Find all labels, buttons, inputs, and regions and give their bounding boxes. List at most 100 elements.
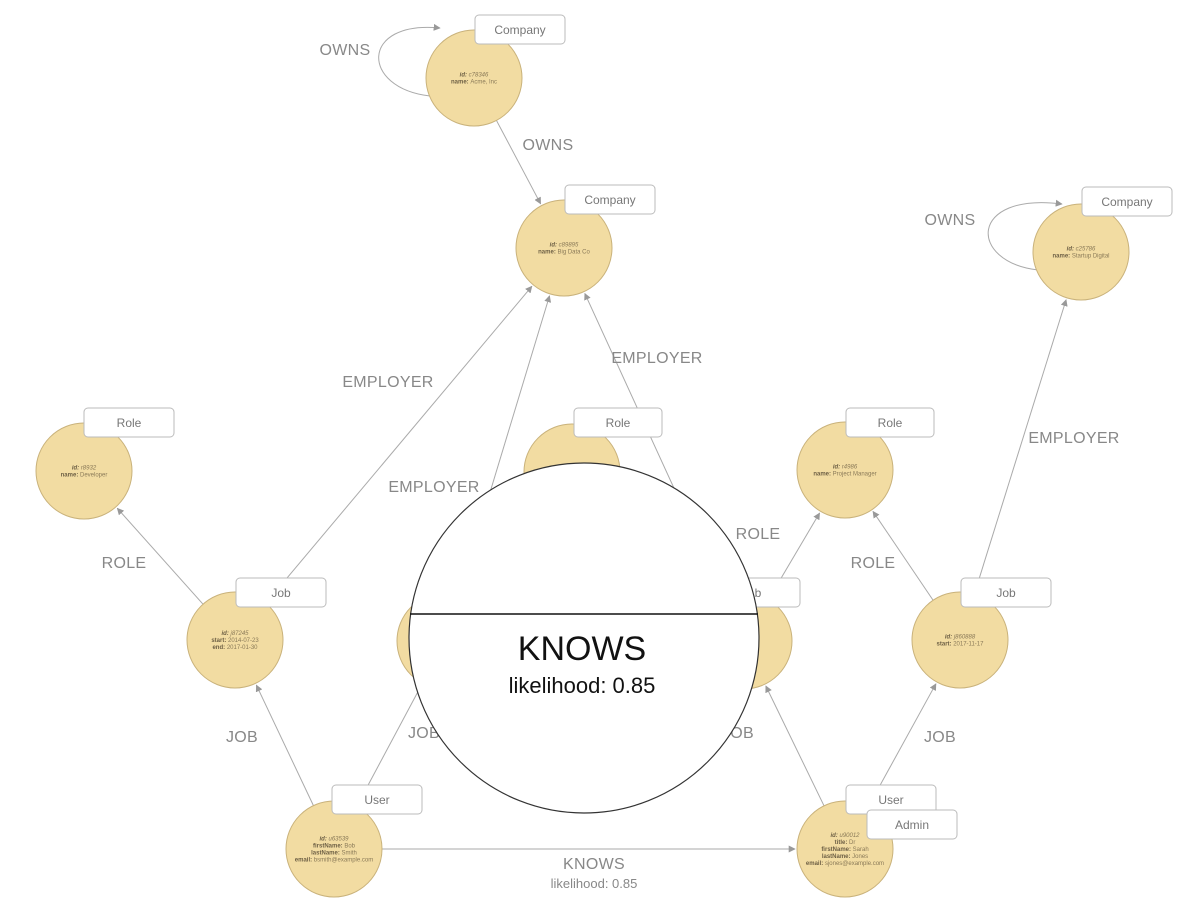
node-property-firstName: firstName: Bob — [313, 844, 356, 850]
relationship-label-acme_bigdata: OWNS — [523, 137, 574, 154]
relationship-startup_self[interactable] — [987, 199, 1063, 271]
caption-tag-label: User — [364, 793, 389, 807]
node-circle — [425, 29, 523, 127]
node-property-title: title: Dr — [835, 840, 856, 846]
caption-tag-box — [960, 577, 1052, 608]
relationship-property-bob_sarah: likelihood: 0.85 — [551, 876, 638, 891]
relationship-label-job3_rolepm: ROLE — [851, 555, 896, 572]
node-property-id: id: c25786 — [1067, 247, 1096, 253]
relationship-label-jobmid_bigdata: EMPLOYER — [388, 479, 479, 496]
inspector-title: KNOWS — [518, 630, 646, 668]
node-caption-tag-job3[interactable]: Job — [960, 577, 1052, 608]
caption-tag-box — [235, 577, 327, 608]
relationship-sarah_jobhidden[interactable] — [765, 685, 825, 807]
relationship-job3_startup[interactable] — [973, 299, 1068, 595]
node-property-id: id: r8932 — [72, 466, 97, 472]
node-property-email: email: bsmith@example.com — [295, 858, 373, 864]
node-property-email: email: sjones@example.com — [806, 861, 884, 867]
caption-tag-label: b — [755, 586, 762, 600]
caption-tag-box — [1081, 186, 1173, 217]
relationship-label-jobhidden_rolepm: ROLE — [736, 526, 781, 543]
node-property-name: name: Developer — [61, 473, 108, 479]
node-circle — [796, 421, 894, 519]
node-circle — [1032, 203, 1130, 301]
node-circle — [515, 199, 613, 297]
node-property-start: start: 2017-11-17 — [937, 642, 985, 648]
caption-tag-label: Job — [996, 586, 1016, 600]
node-property-lastName: lastName: Smith — [311, 851, 357, 857]
relationship-label-job1_roledev: ROLE — [102, 555, 147, 572]
relationship-label-acme_self: OWNS — [320, 42, 371, 59]
caption-tag-box — [474, 14, 566, 45]
node-caption-tag-role_dev[interactable]: Role — [83, 407, 175, 438]
caption-tag-label: User — [878, 793, 903, 807]
node-property-firstName: firstName: Sarah — [821, 847, 868, 853]
caption-tag-box — [83, 407, 175, 438]
caption-tag-label: Company — [494, 23, 545, 37]
relationship-label-job1_bigdata: EMPLOYER — [342, 374, 433, 391]
node-caption-tag-job1[interactable]: Job — [235, 577, 327, 608]
caption-tag-box — [331, 784, 423, 815]
node-property-id: id: c89895 — [550, 243, 579, 249]
node-property-name: name: Big Data Co — [538, 250, 590, 256]
node-property-id: id: u63539 — [319, 837, 349, 843]
relationship-label-jobhidden_bigdata: EMPLOYER — [611, 350, 702, 367]
node-caption-tag-role_mid[interactable]: Role — [573, 407, 663, 438]
caption-tag-label: Company — [584, 193, 635, 207]
caption-tag-box — [866, 809, 958, 840]
caption-tag-box — [845, 407, 935, 438]
caption-tag-label: Job — [271, 586, 291, 600]
relationship-job1_bigdata[interactable] — [265, 285, 533, 604]
relationship-acme_self[interactable] — [378, 23, 441, 97]
node-property-id: id: u90012 — [830, 833, 860, 839]
caption-tag-box — [573, 407, 663, 438]
node-caption-tag-startup[interactable]: Company — [1081, 186, 1173, 217]
node-property-end: end: 2017-01-30 — [212, 645, 258, 651]
caption-tag-label: Role — [117, 416, 142, 430]
relationship-inspector[interactable]: KNOWS likelihood: 0.85 — [408, 462, 760, 814]
node-property-id: id: j860888 — [945, 635, 976, 641]
relationship-acme_bigdata[interactable] — [496, 120, 542, 205]
caption-tag-label: Company — [1101, 195, 1152, 209]
node-caption-tag-acme[interactable]: Company — [474, 14, 566, 45]
node-property-name: name: Acme, Inc — [451, 80, 497, 86]
relationship-label-bob_sarah: KNOWS — [563, 856, 625, 873]
relationship-label-job3_startup: EMPLOYER — [1028, 430, 1119, 447]
node-caption-tag-role_pm[interactable]: Role — [845, 407, 935, 438]
node-caption-tag-bigdata[interactable]: Company — [564, 184, 656, 215]
inspector-subtitle: likelihood: 0.85 — [509, 673, 656, 698]
node-property-id: id: c78346 — [460, 73, 489, 79]
node-property-id: id: r4986 — [833, 465, 858, 471]
node-property-name: name: Project Manager — [813, 472, 876, 478]
caption-tag-label: Role — [606, 416, 631, 430]
caption-tag-label: Admin — [895, 818, 929, 832]
relationship-job1_roledev[interactable] — [116, 507, 204, 605]
node-property-name: name: Startup Digital — [1052, 254, 1109, 260]
node-circle — [911, 591, 1009, 689]
node-caption-tag-user_sarah[interactable]: User — [845, 784, 937, 815]
relationship-label-sarah_job3: JOB — [924, 729, 956, 746]
node-caption-tag-user_sarah[interactable]: Admin — [866, 809, 958, 840]
node-property-id: id: j87245 — [221, 631, 249, 637]
relationship-job3_rolepm[interactable] — [872, 510, 934, 601]
relationship-bob_job1[interactable] — [255, 684, 314, 806]
caption-tag-label: Role — [878, 416, 903, 430]
node-circle — [186, 591, 284, 689]
node-property-start: start: 2014-07-23 — [211, 638, 259, 644]
caption-tag-box — [564, 184, 656, 215]
relationship-label-bob_job1: JOB — [226, 729, 258, 746]
node-caption-tag-user_bob[interactable]: User — [331, 784, 423, 815]
relationship-label-bob_jobmid: JOB — [408, 725, 440, 742]
inspector-circle — [408, 462, 760, 814]
relationship-label-startup_self: OWNS — [925, 212, 976, 229]
node-property-lastName: lastName: Jones — [822, 854, 868, 860]
